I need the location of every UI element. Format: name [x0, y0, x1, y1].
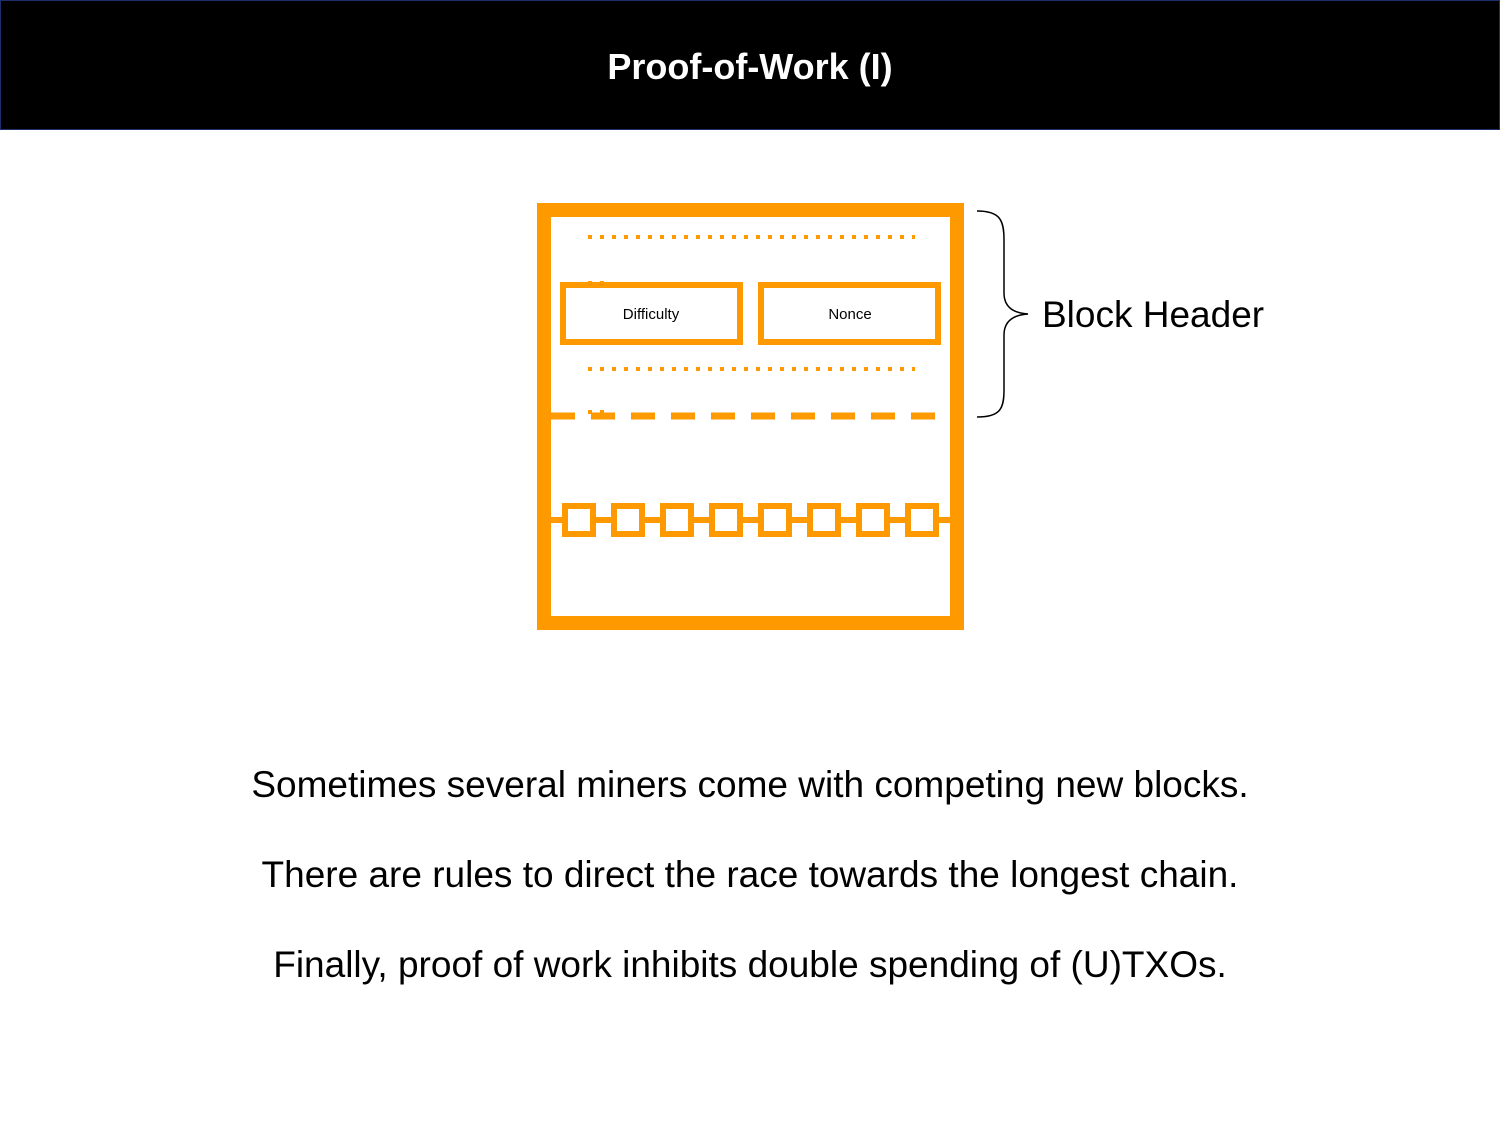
chain-link: [611, 503, 645, 537]
chain-link: [562, 503, 596, 537]
body-line-2: There are rules to direct the race towar…: [261, 854, 1239, 895]
chain-link: [758, 503, 792, 537]
transaction-chain: [551, 503, 950, 537]
slide-title: Proof-of-Work (I): [607, 46, 893, 87]
brace-icon: [976, 210, 1029, 418]
block-header-label: Block Header: [1042, 294, 1264, 335]
difficulty-label: Difficulty: [623, 306, 680, 323]
chain-link: [856, 503, 890, 537]
title-bar: Proof-of-Work (I): [0, 0, 1500, 130]
block-frame: [537, 203, 964, 630]
nonce-field: Nonce: [758, 282, 941, 345]
chain-link: [905, 503, 939, 537]
difficulty-field: Difficulty: [560, 282, 743, 345]
nonce-label: Nonce: [828, 306, 871, 323]
chain-link: [807, 503, 841, 537]
chain-link: [660, 503, 694, 537]
chain-link: [709, 503, 743, 537]
body-line-3: Finally, proof of work inhibits double s…: [273, 944, 1227, 985]
body-line-1: Sometimes several miners come with compe…: [251, 764, 1249, 805]
